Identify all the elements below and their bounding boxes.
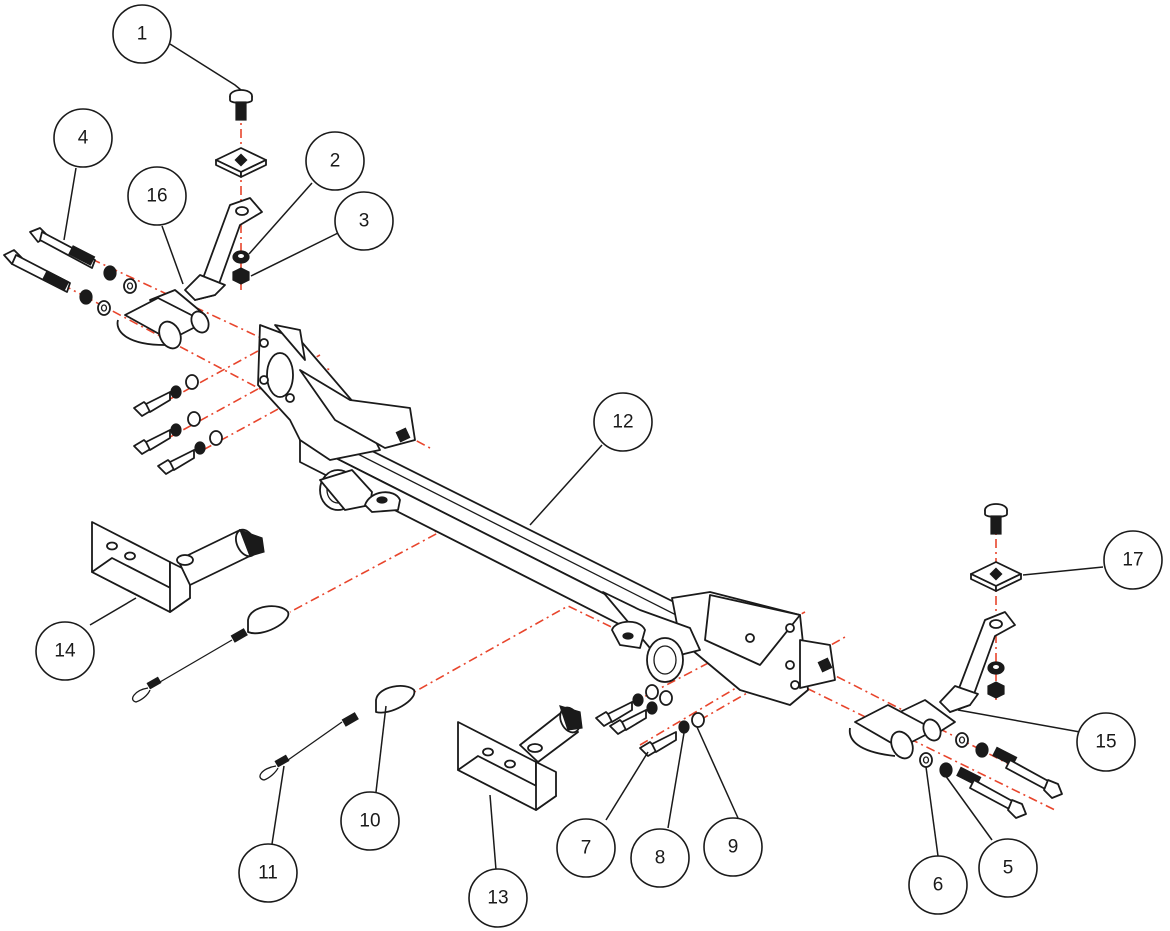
short-bolts-left-plate — [133, 374, 223, 475]
safety-cable-upper — [132, 605, 289, 703]
leader-lines — [63, 43, 1104, 871]
callout-label: 3 — [359, 211, 370, 232]
callout-label: 5 — [1003, 858, 1014, 879]
long-bolts-right — [919, 732, 1063, 819]
callout-13: 13 — [468, 868, 528, 928]
bracket-right — [848, 611, 1016, 760]
callout-label: 12 — [612, 412, 633, 433]
callout-label: 10 — [359, 811, 380, 832]
callout-label: 17 — [1122, 550, 1143, 571]
callout-label: 15 — [1095, 732, 1116, 753]
callout-4: 4 — [53, 108, 113, 168]
callout-8: 8 — [630, 828, 690, 888]
callout-9: 9 — [703, 817, 763, 877]
callout-label: 14 — [54, 641, 76, 662]
callout-2: 2 — [305, 131, 365, 191]
callout-label: 11 — [258, 863, 278, 884]
callout-label: 13 — [487, 888, 508, 909]
callout-6: 6 — [908, 855, 968, 915]
long-bolts-left — [3, 227, 137, 316]
carriage-bolt-left — [229, 89, 253, 121]
safety-cable-lower — [259, 685, 415, 781]
callout-1: 1 — [112, 4, 172, 64]
callout-label: 1 — [137, 24, 148, 45]
callout-16: 16 — [127, 166, 187, 226]
washer-and-nut-left — [232, 250, 250, 285]
callout-11: 11 — [238, 843, 298, 903]
callout-14: 14 — [35, 621, 95, 681]
callout-7: 7 — [556, 818, 616, 878]
callout-label: 7 — [581, 838, 592, 859]
callout-15: 15 — [1076, 712, 1136, 772]
callout-5: 5 — [978, 838, 1038, 898]
bracket-left — [116, 197, 263, 350]
callout-label: 8 — [655, 848, 666, 869]
tow-tab-right — [457, 705, 583, 811]
callout-label: 4 — [78, 128, 89, 149]
short-bolts-right-plate — [595, 684, 705, 757]
callout-label: 2 — [330, 151, 341, 172]
square-plate-left — [215, 147, 267, 178]
callout-label: 9 — [728, 837, 739, 858]
square-plate-right — [970, 561, 1022, 592]
cross-bar-assembly — [257, 324, 836, 706]
tow-tab-left — [91, 521, 265, 613]
callout-10: 10 — [340, 791, 400, 851]
callout-17: 17 — [1103, 530, 1163, 590]
callout-3: 3 — [334, 191, 394, 251]
callout-label: 16 — [146, 186, 167, 207]
carriage-bolt-right — [984, 503, 1008, 535]
callout-12: 12 — [593, 392, 653, 452]
callout-label: 6 — [933, 875, 944, 896]
